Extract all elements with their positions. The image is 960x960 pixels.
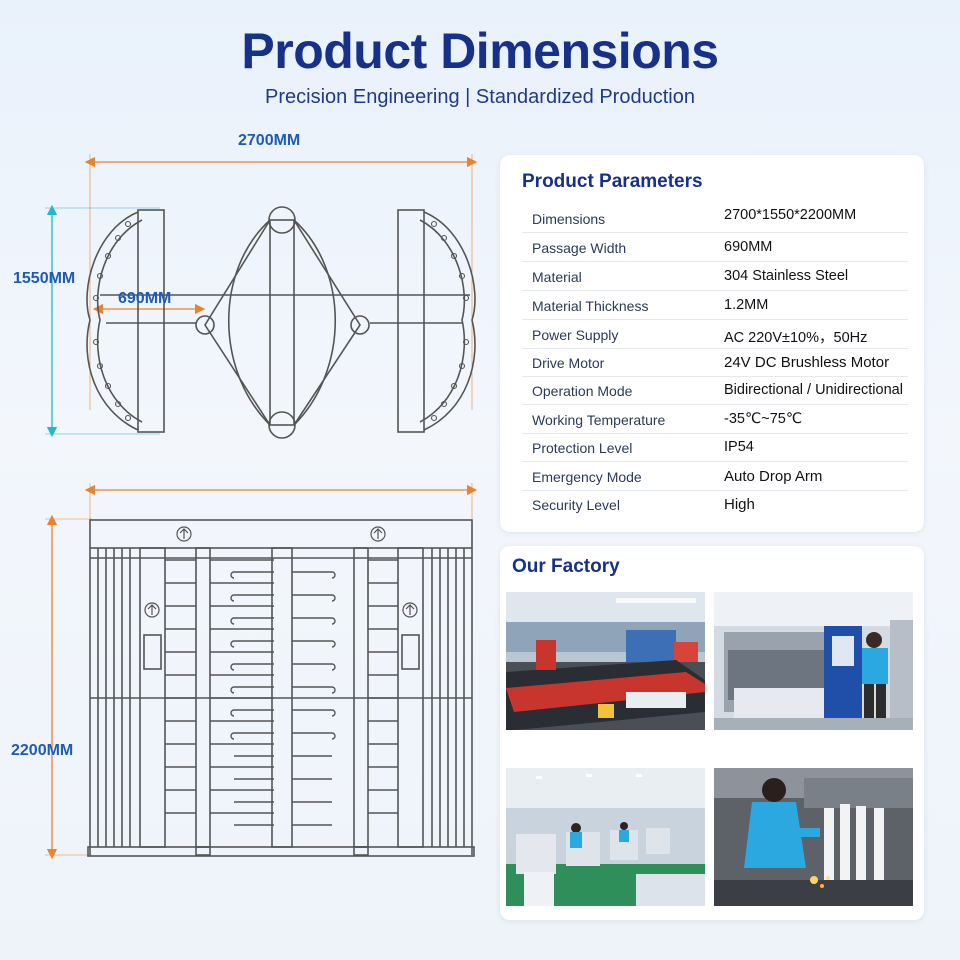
param-row: Working Temperature -35℃~75℃ (522, 405, 908, 434)
param-value: Bidirectional / Unidirectional (724, 382, 903, 398)
top-view (86, 206, 476, 439)
our-factory-card: Our Factory (500, 546, 924, 920)
param-value: High (724, 496, 755, 513)
rotor-arms-front (165, 559, 398, 826)
param-value: IP54 (724, 439, 754, 455)
passage-dimension-label: 690MM (118, 290, 172, 307)
param-name: Emergency Mode (532, 469, 642, 485)
param-value: 24V DC Brushless Motor (724, 354, 890, 371)
param-name: Drive Motor (532, 355, 605, 371)
depth-dimension (45, 204, 160, 438)
param-value: 1.2MM (724, 297, 769, 313)
factory-title: Our Factory (512, 556, 620, 577)
param-name: Protection Level (532, 440, 633, 456)
param-value: 2700*1550*2200MM (724, 207, 857, 223)
param-row: Power Supply AC 220V±10%，50Hz (522, 320, 908, 349)
param-row: Dimensions 2700*1550*2200MM (522, 204, 908, 233)
page-subtitle: Precision Engineering | Standardized Pro… (265, 86, 695, 108)
param-row: Material Thickness 1.2MM (522, 291, 908, 320)
param-row: Emergency Mode Auto Drop Arm (522, 462, 908, 491)
technical-drawing: 2700MM 1550MM 690MM 2200MM (0, 120, 490, 880)
param-row: Passage Width 690MM (522, 233, 908, 262)
height-dimension (45, 514, 92, 860)
height-dimension-label: 2200MM (11, 742, 74, 759)
laser-cutting-machine-photo (506, 592, 705, 730)
param-name: Material (532, 269, 582, 285)
param-value: AC 220V±10%，50Hz (724, 330, 868, 346)
width-dimension-label: 2700MM (238, 132, 301, 149)
param-row: Protection Level IP54 (522, 433, 908, 462)
param-name: Operation Mode (532, 383, 633, 399)
front-view (87, 519, 475, 857)
parameters-title: Product Parameters (522, 171, 703, 192)
welding-worker-photo (714, 768, 913, 906)
param-row: Drive Motor 24V DC Brushless Motor (522, 348, 908, 377)
param-name: Security Level (532, 497, 620, 513)
param-name: Dimensions (532, 211, 606, 227)
page-title: Product Dimensions (241, 23, 719, 79)
param-value: 304 Stainless Steel (724, 268, 849, 284)
param-name: Working Temperature (532, 412, 666, 428)
assembly-line-photo (506, 768, 705, 906)
depth-dimension-label: 1550MM (13, 270, 76, 287)
width-dimension-front (84, 483, 478, 520)
turnstile-drawing-svg (45, 154, 478, 860)
width-dimension-top (84, 154, 478, 410)
param-row: Material 304 Stainless Steel (522, 262, 908, 291)
param-value: -35℃~75℃ (724, 411, 803, 427)
param-name: Power Supply (532, 327, 619, 343)
top-view-bolt-holes (92, 220, 470, 422)
param-row: Operation Mode Bidirectional / Unidirect… (522, 376, 908, 405)
param-row: Security Level High (522, 490, 908, 519)
param-name: Material Thickness (532, 298, 649, 314)
product-parameters-card: Product Parameters Dimensions 2700*1550*… (500, 155, 924, 532)
direction-arrow-icons (144, 526, 418, 618)
param-value: 690MM (724, 239, 773, 255)
laser-cutter-worker-photo (714, 592, 913, 730)
param-value: Auto Drop Arm (724, 468, 823, 485)
param-name: Passage Width (532, 240, 627, 256)
